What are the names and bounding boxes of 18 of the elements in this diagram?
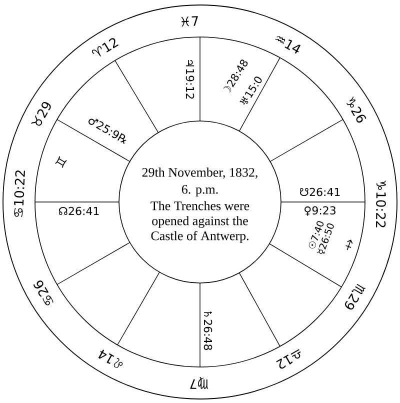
cusp-sign-label: ♋10:22 (14, 170, 25, 217)
event-note: The Trenches were opened against the Castle of Antwerp. (150, 201, 250, 243)
cusp-sign-label: ♓7 (181, 16, 198, 27)
planet-position: ♃19:12 (186, 60, 194, 99)
planet-position: ☋26:41 (300, 188, 340, 196)
cusp-sign-label: ♉29 (31, 102, 51, 126)
cusp-sign-label: ♒14 (275, 36, 301, 54)
cusp-sign-label: ♎12 (276, 349, 301, 369)
cusp-sign-label: ♈12 (92, 38, 119, 56)
sign-glyph: ♐ (346, 240, 353, 250)
cusp-sign-label: ♌14 (98, 350, 123, 368)
cusp-sign-label: ♍7 (190, 377, 208, 389)
sign-glyph: ♊ (55, 156, 67, 168)
cusp-sign-label: ♑10:22 (376, 180, 386, 228)
planet-position: ☊26:41 (58, 206, 99, 216)
planet-position: ♄26:48 (204, 312, 212, 350)
planet-position: ♀9:23 (304, 206, 336, 216)
date-heading: 29th November, 1832, 6. p.m. (142, 168, 258, 196)
